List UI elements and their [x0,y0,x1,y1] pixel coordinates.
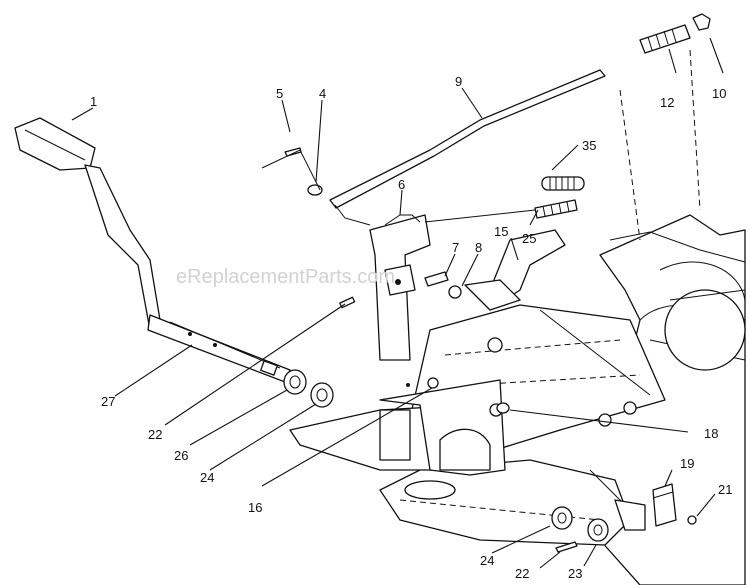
screw-21 [687,515,697,525]
callout-24-lower: 24 [480,553,494,568]
collar-23 [587,518,609,542]
callout-10: 10 [712,86,726,101]
parking-brake-rod [329,69,606,226]
quadrant-plate [369,214,431,387]
spring-25 [424,199,578,223]
callout-19: 19 [680,456,694,471]
watermark-text: eReplacementParts.com [176,266,395,288]
callout-9: 9 [455,74,462,89]
callout-22-upper: 22 [148,427,162,442]
pedal-bracket [289,377,506,476]
callout-27: 27 [101,394,115,409]
callout-12: 12 [660,95,674,110]
spacer-22-upper [260,360,278,376]
callout-22-lower: 22 [515,566,529,581]
callout-5: 5 [276,86,283,101]
nut-8 [448,285,462,299]
pin-22-lower [555,541,578,553]
callout-6: 6 [398,177,405,192]
bushing-26 [283,369,307,395]
bolt-18 [496,402,510,414]
callout-16: 16 [248,500,262,515]
bolt-7 [424,271,449,287]
callout-35: 35 [582,138,596,153]
callout-26: 26 [174,448,188,463]
callout-7: 7 [452,240,459,255]
bearing-19 [652,483,677,527]
leader-lines [71,37,724,569]
callout-labels: 1 5 4 6 9 12 10 35 25 15 7 8 27 22 26 24… [90,74,732,581]
bushing-24-lower [551,506,573,530]
callout-8: 8 [475,240,482,255]
callout-15: 15 [494,224,508,239]
callout-24-upper: 24 [200,470,214,485]
lever-15 [464,229,566,311]
callout-1: 1 [90,94,97,109]
callout-18: 18 [704,426,718,441]
nut-10 [692,13,711,31]
callout-21: 21 [718,482,732,497]
callout-23: 23 [568,566,582,581]
bushing-24-upper [310,382,334,408]
callout-4: 4 [319,86,326,101]
pin-5 [261,147,321,191]
callout-25: 25 [522,231,536,246]
brake-pedal [14,117,291,383]
spring-12 [639,24,691,54]
spring-35 [541,176,585,191]
